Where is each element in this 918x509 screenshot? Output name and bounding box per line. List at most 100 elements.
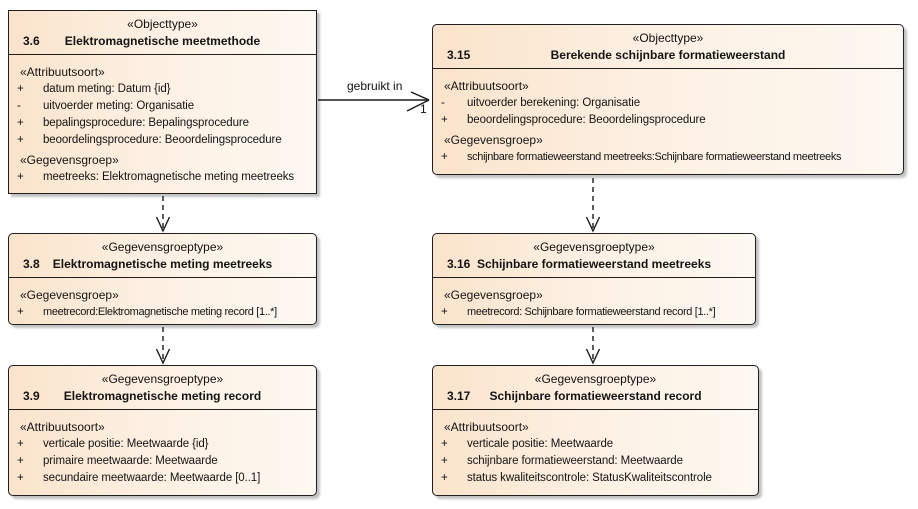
class-number: 3.15 [447, 48, 471, 62]
visibility-marker: + [17, 455, 24, 467]
attribute-row: + bepalingsprocedure: Bepalingsprocedure [9, 115, 316, 132]
section-heading: «Gegevensgroep» [444, 288, 543, 302]
visibility-marker: + [441, 306, 448, 318]
visibility-marker: + [441, 438, 448, 450]
attribute-text: primaire meetwaarde: Meetwaarde [43, 455, 218, 467]
association-gebruikt-in [318, 91, 430, 112]
attribute-row: + verticale positie: Meetwaarde {id} [9, 436, 316, 453]
class-title: Elektromagnetische meting record [63, 389, 262, 403]
attribute-text: uitvoerder meting: Organisatie [43, 100, 195, 112]
dependency-arrow-right-top [585, 178, 601, 233]
attribute-text: beoordelingsprocedure: Beoordelingsproce… [467, 114, 706, 126]
attribute-text: meetreeks: Elektromagnetische meting mee… [43, 171, 295, 183]
visibility-marker: - [441, 97, 445, 109]
class-title: Elektromagnetische meting meetreeks [52, 257, 273, 271]
dependency-arrow-left-bottom [155, 327, 171, 365]
class-number: 3.9 [23, 389, 40, 403]
class-stereotype: «Gegevensgroeptype» [101, 240, 224, 254]
class-header: «Objecttype» 3.6 Elektromagnetische meet… [9, 11, 316, 55]
open-v-arrowhead-icon [585, 348, 601, 365]
attribute-text: meetrecord: Schijnbare formatieweerstand… [467, 306, 716, 318]
attribute-text: bepalingsprocedure: Bepalingsprocedure [43, 117, 249, 129]
visibility-marker: + [441, 472, 448, 484]
open-arrowhead-icon [410, 91, 430, 101]
class-body: «Attribuutsoort» + verticale positie: Me… [433, 410, 758, 487]
attribute-text: status kwaliteitscontrole: StatusKwalite… [467, 472, 712, 484]
section-heading: «Attribuutsoort» [20, 420, 105, 434]
dependency-arrow-left-top [155, 196, 171, 233]
class-title-row: 3.8 Elektromagnetische meting meetreeks [9, 255, 316, 277]
class-box-berekende-schijnbare-formatieweerstand[interactable]: «Objecttype» 3.15 Berekende schijnbare f… [432, 24, 904, 175]
class-stereotype: «Objecttype» [632, 31, 704, 45]
attribute-row: + schijnbare formatieweerstand: Meetwaar… [433, 453, 758, 470]
multiplicity-label: 1 [420, 102, 427, 116]
visibility-marker: + [17, 306, 24, 318]
attribute-row: + beoordelingsprocedure: Beoordelingspro… [433, 112, 903, 129]
class-title: Schijnbare formatieweerstand meetreeks [476, 257, 712, 271]
visibility-marker: + [17, 171, 24, 183]
attribute-text: meetrecord:Elektromagnetische meting rec… [43, 306, 277, 318]
class-stereotype: «Gegevensgroeptype» [534, 372, 657, 386]
visibility-marker: + [441, 455, 448, 467]
class-number: 3.16 [447, 257, 471, 271]
attribute-text: verticale positie: Meetwaarde {id} [43, 438, 209, 450]
visibility-marker: + [17, 134, 24, 146]
class-header: «Gegevensgroeptype» 3.9 Elektromagnetisc… [9, 366, 316, 410]
class-box-schijnbare-formatieweerstand-record[interactable]: «Gegevensgroeptype» 3.17 Schijnbare form… [432, 365, 759, 496]
attribute-text: uitvoerder berekening: Organisatie [467, 97, 641, 109]
class-stereotype: «Gegevensgroeptype» [101, 372, 224, 386]
open-v-arrowhead-icon [155, 216, 171, 233]
class-box-elektromagnetische-meting-meetreeks[interactable]: «Gegevensgroeptype» 3.8 Elektromagnetisc… [8, 233, 317, 325]
attribute-row: + meetrecord:Elektromagnetische meting r… [9, 304, 316, 321]
section-heading: «Gegevensgroep» [20, 288, 119, 302]
attribute-text: schijnbare formatieweerstand meetreeks:S… [467, 151, 842, 163]
class-title-row: 3.17 Schijnbare formatieweerstand record [433, 387, 758, 409]
attribute-row: + secundaire meetwaarde: Meetwaarde [0..… [9, 470, 316, 487]
dependency-arrow-right-bottom [585, 327, 601, 365]
attribute-row: + primaire meetwaarde: Meetwaarde [9, 453, 316, 470]
section-heading: «Attribuutsoort» [444, 79, 529, 93]
class-body: «Gegevensgroep» + meetrecord: Schijnbare… [433, 278, 755, 321]
class-header: «Objecttype» 3.15 Berekende schijnbare f… [433, 25, 903, 69]
section-heading: «Attribuutsoort» [444, 420, 529, 434]
attribute-row: + datum meting: Datum {id} [9, 81, 316, 98]
attribute-text: beoordelingsprocedure: Beoordelingsproce… [43, 134, 282, 146]
visibility-marker: + [441, 114, 448, 126]
class-box-elektromagnetische-meting-record[interactable]: «Gegevensgroeptype» 3.9 Elektromagnetisc… [8, 365, 317, 496]
class-number: 3.8 [23, 257, 40, 271]
attribute-row: - uitvoerder meting: Organisatie [9, 98, 316, 115]
attribute-row: + schijnbare formatieweerstand meetreeks… [433, 149, 903, 166]
class-title-row: 3.9 Elektromagnetische meting record [9, 387, 316, 409]
attribute-text: verticale positie: Meetwaarde [467, 438, 614, 450]
attribute-row: + meetreeks: Elektromagnetische meting m… [9, 169, 316, 186]
class-header: «Gegevensgroeptype» 3.17 Schijnbare form… [433, 366, 758, 410]
class-header: «Gegevensgroeptype» 3.16 Schijnbare form… [433, 234, 755, 278]
visibility-marker: - [17, 100, 21, 112]
association-label: gebruikt in [347, 79, 403, 93]
attribute-row: + beoordelingsprocedure: Beoordelingspro… [9, 132, 316, 149]
class-title: Elektromagnetische meetmethode [64, 34, 261, 48]
class-number: 3.17 [447, 389, 471, 403]
class-stereotype: «Gegevensgroeptype» [533, 240, 655, 254]
attribute-text: schijnbare formatieweerstand: Meetwaarde [467, 455, 683, 467]
class-title-row: 3.16 Schijnbare formatieweerstand meetre… [433, 255, 755, 277]
attribute-row: + verticale positie: Meetwaarde [433, 436, 758, 453]
class-title-row: 3.6 Elektromagnetische meetmethode [9, 32, 316, 54]
attribute-row: - uitvoerder berekening: Organisatie [433, 95, 903, 112]
class-box-elektromagnetische-meetmethode[interactable]: «Objecttype» 3.6 Elektromagnetische meet… [8, 10, 317, 194]
attribute-row: + status kwaliteitscontrole: StatusKwali… [433, 470, 758, 487]
class-body: «Attribuutsoort» + verticale positie: Me… [9, 410, 316, 487]
visibility-marker: + [441, 151, 448, 163]
attribute-text: datum meting: Datum {id} [43, 83, 171, 95]
class-box-schijnbare-formatieweerstand-meetreeks[interactable]: «Gegevensgroeptype» 3.16 Schijnbare form… [432, 233, 756, 325]
class-title: Schijnbare formatieweerstand record [489, 389, 702, 403]
open-v-arrowhead-icon [155, 348, 171, 365]
attribute-row: + meetrecord: Schijnbare formatieweersta… [433, 304, 755, 321]
class-body: «Attribuutsoort» - uitvoerder berekening… [433, 69, 903, 166]
class-title-row: 3.15 Berekende schijnbare formatieweerst… [433, 46, 903, 68]
section-heading: «Attribuutsoort» [20, 65, 105, 79]
class-stereotype: «Objecttype» [127, 17, 198, 31]
section-heading: «Gegevensgroep» [444, 133, 543, 147]
visibility-marker: + [17, 438, 24, 450]
